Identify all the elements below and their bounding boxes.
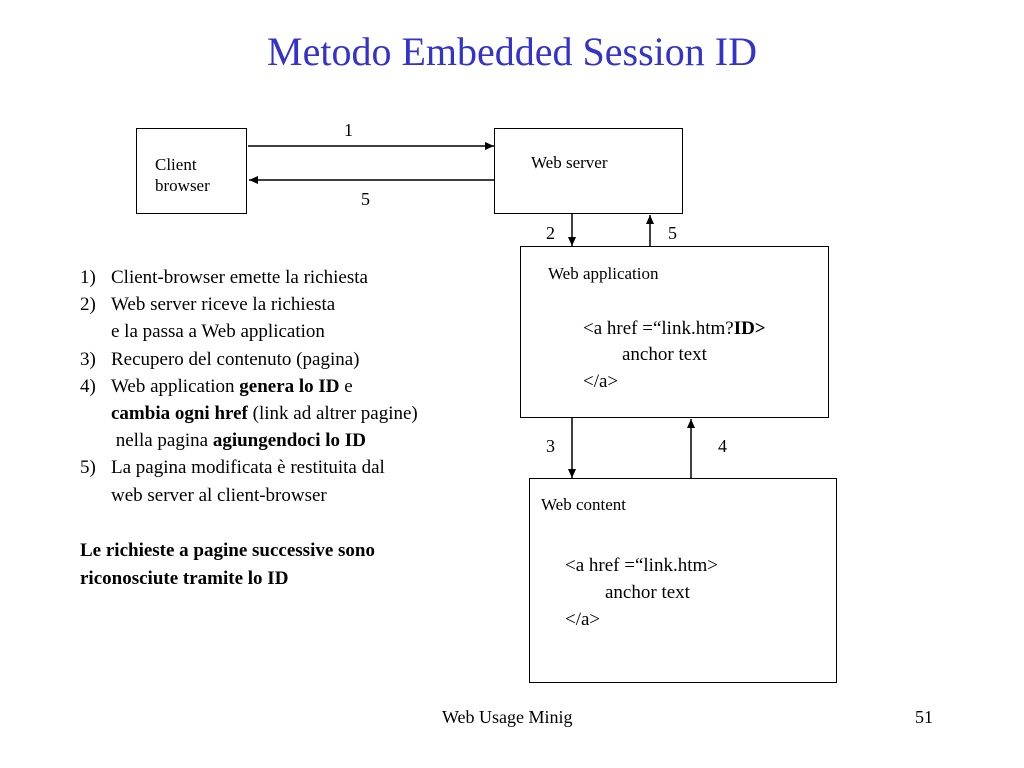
list-item: 5) La pagina modificata è restituita dal…: [80, 457, 385, 506]
web-server-label: Web server: [531, 153, 608, 172]
step-label-3: 3: [546, 436, 555, 456]
slide-title: Metodo Embedded Session ID: [267, 29, 757, 74]
client-browser-box: Client browser: [136, 128, 247, 214]
content-code-line2: anchor text: [605, 582, 690, 603]
app-code-line3: </a>: [583, 371, 619, 392]
conclusion-note: Le richieste a pagine successive sono ri…: [80, 540, 376, 589]
step-label-4: 4: [718, 436, 727, 456]
footer-text: Web Usage Minig: [442, 707, 573, 727]
content-code-line1: <a href =“link.htm>: [565, 555, 718, 576]
step-label-5-return: 5: [361, 189, 370, 209]
list-item: 1) Client-browser emette la richiesta: [80, 267, 368, 288]
web-server-box: Web server: [494, 128, 683, 214]
steps-list: 1) Client-browser emette la richiesta 2)…: [80, 264, 418, 509]
step-label-2: 2: [546, 223, 555, 243]
web-application-label: Web application: [548, 264, 659, 283]
client-label-line2: browser: [155, 176, 210, 195]
list-item: 4) Web application genera lo ID e cambia…: [80, 375, 418, 452]
web-application-box: Web application <a href =“link.htm?ID> a…: [520, 246, 829, 418]
web-content-label: Web content: [541, 495, 627, 514]
app-code-line2: anchor text: [622, 344, 707, 365]
app-code-line1: <a href =“link.htm?ID>: [583, 318, 766, 339]
page-number: 51: [915, 707, 933, 727]
step-label-5-app: 5: [668, 223, 677, 243]
step-label-1: 1: [344, 120, 353, 140]
content-code-line3: </a>: [565, 609, 601, 630]
list-item: 3) Recupero del contenuto (pagina): [80, 348, 360, 370]
client-label-line1: Client: [155, 155, 197, 174]
web-content-box: Web content <a href =“link.htm> anchor t…: [529, 478, 837, 683]
list-item: 2) Web server riceve la richiesta e la p…: [80, 294, 336, 343]
